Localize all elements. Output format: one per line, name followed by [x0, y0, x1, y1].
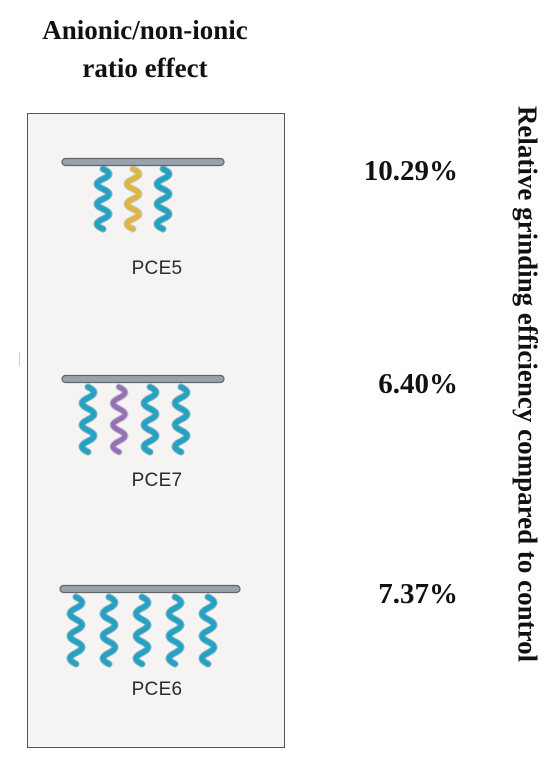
- anionic-chain: [94, 166, 112, 232]
- pce6-label: PCE6: [131, 679, 183, 700]
- anionic-chain: [67, 594, 85, 667]
- polymer-pce5: [61, 157, 225, 233]
- polymer-structure-panel: PCE5 PCE7 PCE6: [27, 113, 285, 748]
- anionic-chain: [100, 594, 118, 667]
- axis-title-relative-efficiency: Relative grinding efficiency compared to…: [512, 105, 543, 663]
- pce7-efficiency-value: 6.40%: [378, 368, 458, 400]
- figure-title-line-2: ratio effect: [82, 53, 208, 83]
- polymer-pce6: [59, 584, 241, 668]
- stray-mark: [19, 352, 20, 366]
- nonionic-chain: [110, 384, 128, 455]
- polymer-diagram-svg: [59, 157, 241, 668]
- polymer-backbone: [59, 584, 241, 594]
- anionic-chain: [199, 594, 217, 667]
- anionic-chain: [154, 166, 172, 232]
- polymer-backbone: [61, 374, 225, 384]
- figure-title-line-1: Anionic/non-ionic: [42, 15, 248, 45]
- anionic-chain: [79, 384, 97, 455]
- anionic-chain: [166, 594, 184, 667]
- anionic-chain: [172, 384, 190, 455]
- pce5-efficiency-value: 10.29%: [363, 155, 458, 187]
- pce6-efficiency-value: 7.37%: [378, 578, 458, 610]
- anionic-chain: [133, 594, 151, 667]
- pce5-label: PCE5: [131, 258, 183, 279]
- polymer-pce7: [61, 374, 225, 456]
- polymer-backbone: [61, 157, 225, 167]
- anionic-chain: [141, 384, 159, 455]
- nonionic-chain: [124, 166, 142, 232]
- pce7-label: PCE7: [131, 470, 183, 491]
